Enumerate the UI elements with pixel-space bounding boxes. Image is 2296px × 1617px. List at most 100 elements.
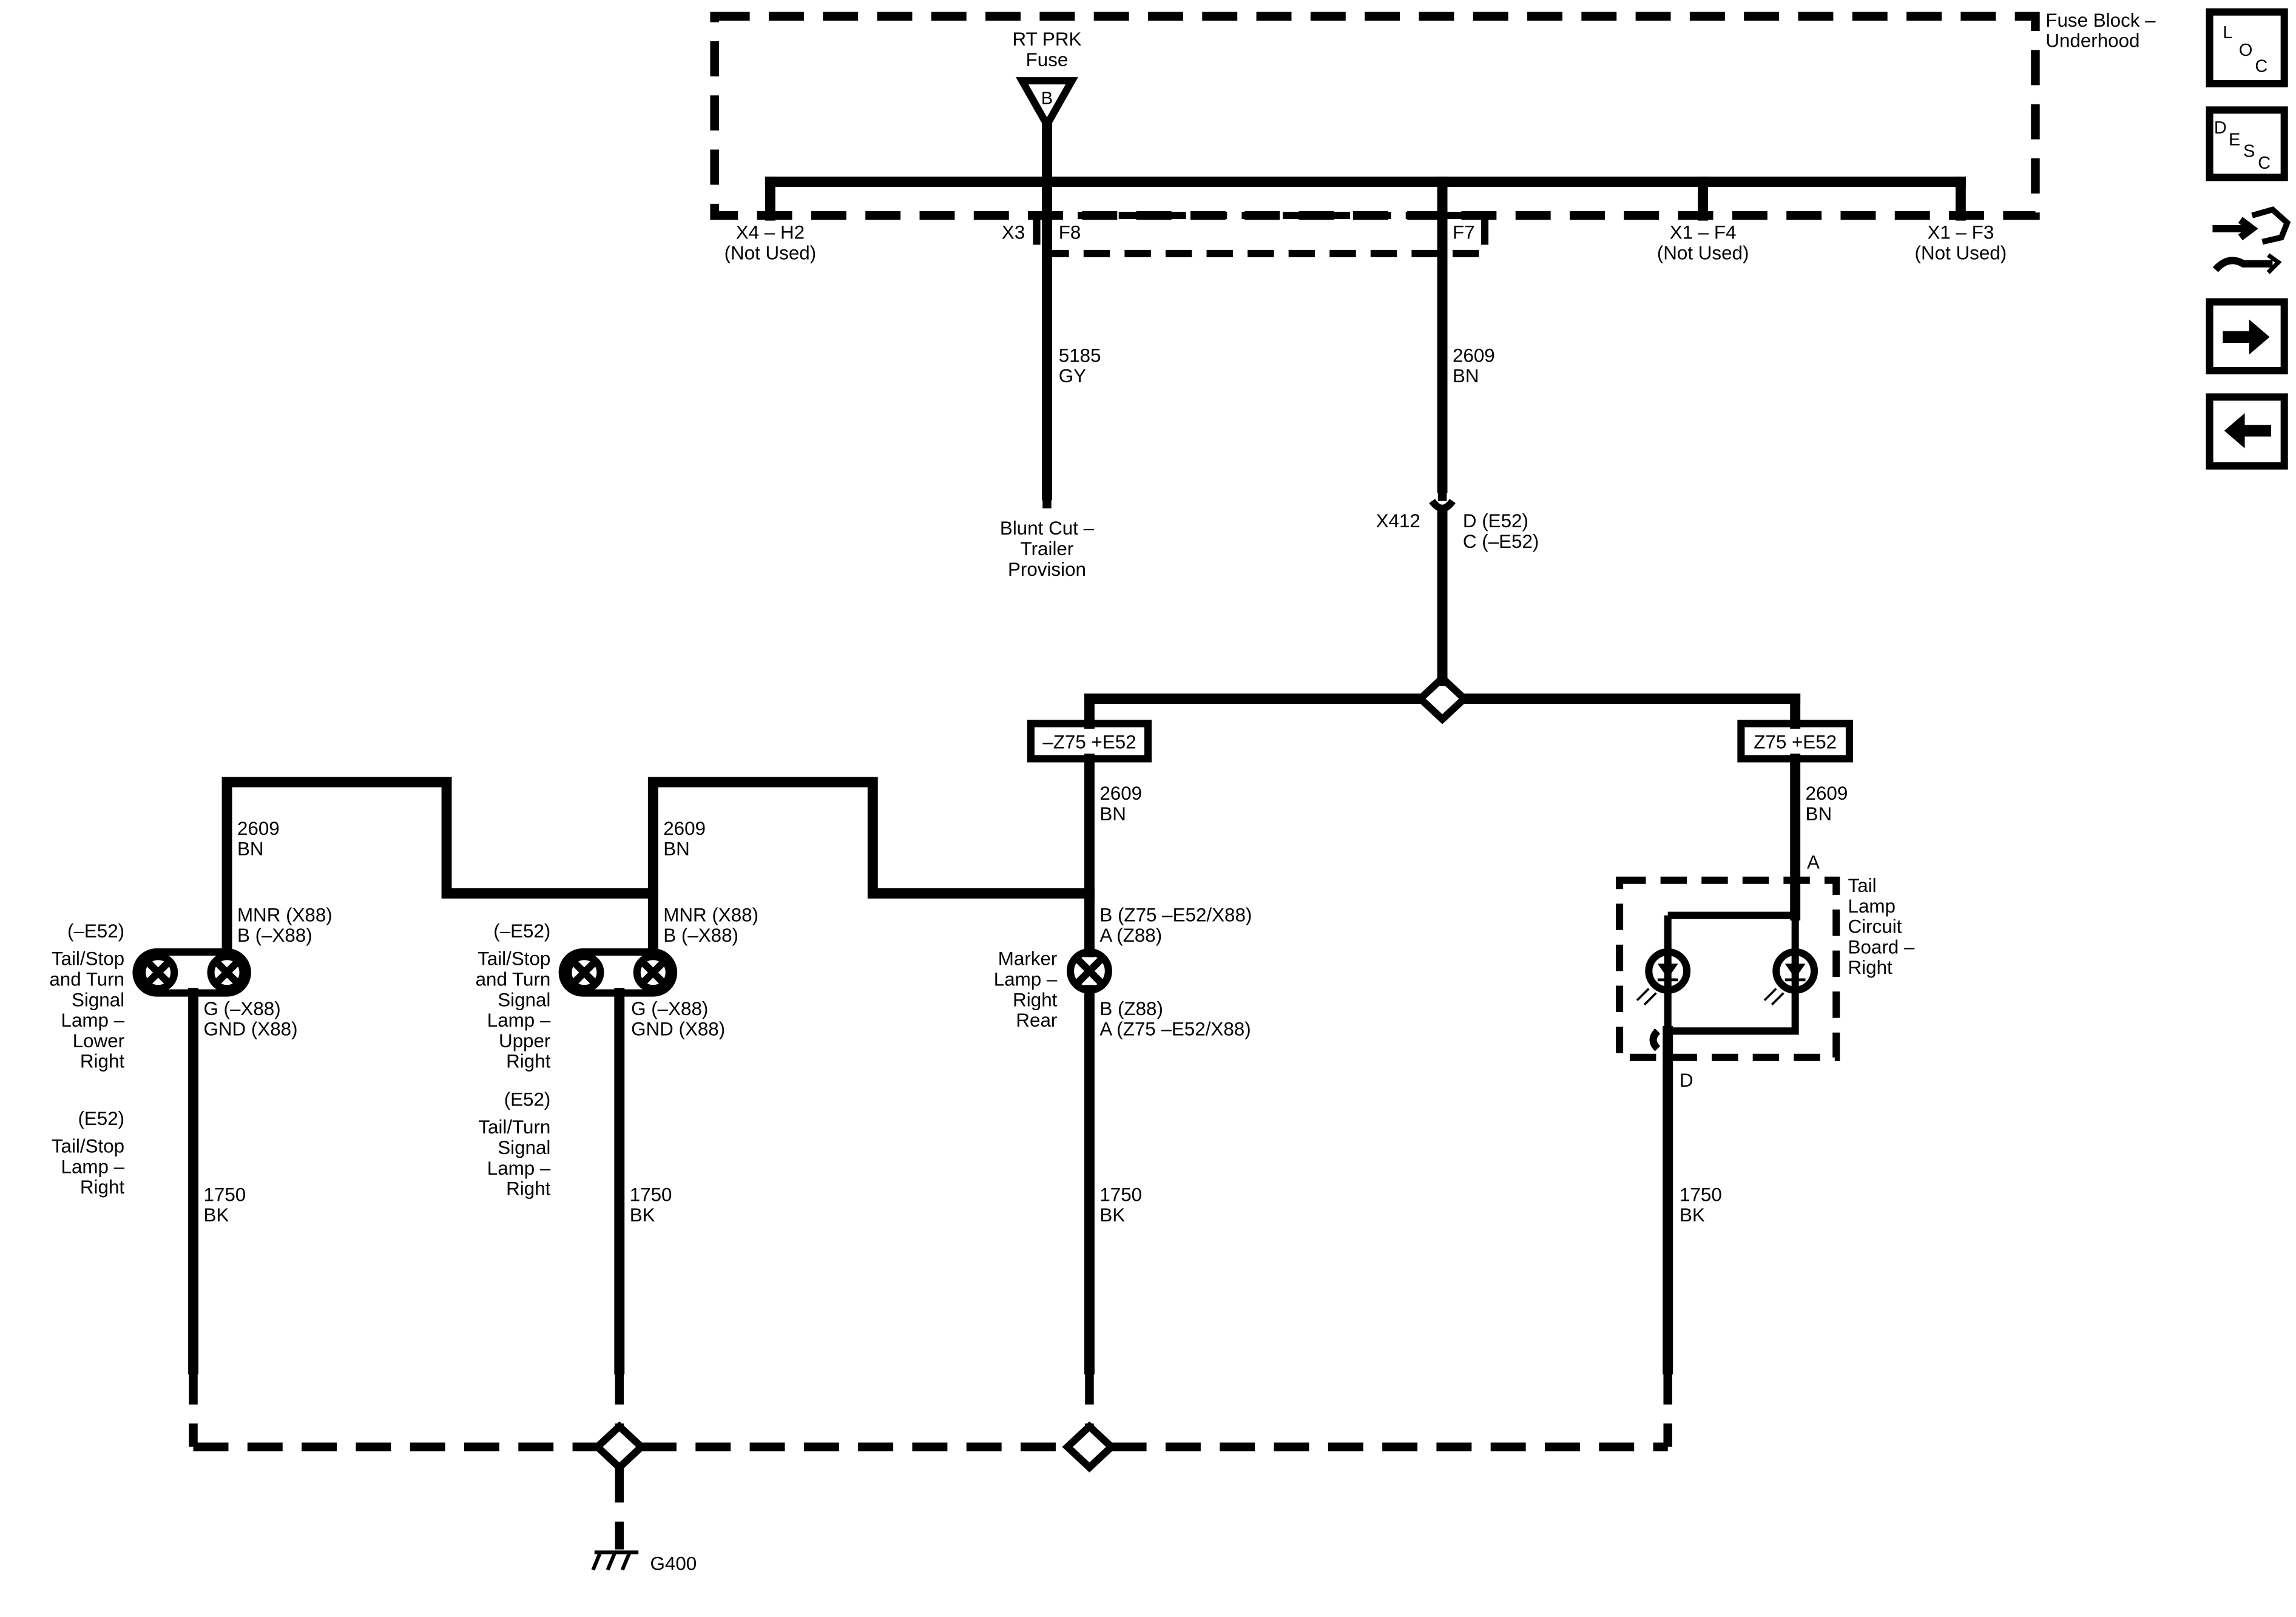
lamp-filament-icon <box>1073 955 1106 987</box>
wire-1750-color: BK <box>1099 1204 1125 1226</box>
f7-label: F7 <box>1453 222 1475 243</box>
lamp-upper-right: MNR (X88) B (–X88) G (–X88) GND (X88) (–… <box>476 904 758 1375</box>
fuse-block-name: Fuse Block – <box>2045 10 2156 31</box>
lamp-name-6: Right <box>506 1051 550 1072</box>
location-button[interactable]: L O C <box>2206 8 2288 87</box>
connector-pin-male <box>1437 483 1447 501</box>
fuse-name: RT PRK <box>1013 29 1082 50</box>
connector-x412-pin-2: C (–E52) <box>1463 531 1539 552</box>
wire-2609-color: BN <box>1099 803 1126 825</box>
previous-page-button[interactable] <box>2206 393 2288 470</box>
lamp-top-pin-2: B (–X88) <box>663 925 738 946</box>
lamp-filament-icon <box>570 958 599 987</box>
lamp-name-4: Rear <box>1016 1010 1057 1031</box>
splice-diamond <box>1415 673 1470 724</box>
x4-h2-label: X4 – H2 <box>736 222 805 243</box>
splice-dot <box>1791 911 1800 920</box>
lamp-alt-name-2: Signal <box>498 1137 550 1158</box>
board-name-5: Right <box>1848 957 1893 978</box>
wire-5185-color: GY <box>1059 365 1086 387</box>
led-icon <box>1772 948 1818 994</box>
lamp-name: Tail/Stop <box>478 948 550 970</box>
wire-2609-color: BN <box>663 839 690 860</box>
ground-icon <box>591 1550 639 1571</box>
circuit-2609-main: 2609 BN X412 D (E52) C (–E52) –Z75 +E52 … <box>1027 177 1853 763</box>
blunt-cut-label: Blunt Cut – <box>1000 518 1095 539</box>
f8-label: F8 <box>1059 222 1081 243</box>
board-connector-symbol <box>1649 1028 1661 1052</box>
fuse-block-name-2: Underhood <box>2045 30 2139 52</box>
lamp-marker-right-rear: B (Z75 –E52/X88) A (Z88) B (Z88) A (Z75 … <box>994 904 1252 1375</box>
wire-2609-number: 2609 <box>1806 783 1848 804</box>
lamp-alt-name-2: Lamp – <box>61 1156 125 1177</box>
wire-1750-number: 1750 <box>1680 1184 1722 1205</box>
led-icon <box>1645 948 1691 994</box>
fuse-block: Fuse Block – Underhood RT PRK Fuse B X3 … <box>710 10 2156 264</box>
lamp-alt-name-3: Right <box>80 1176 124 1198</box>
lamp-name-4: Lamp – <box>487 1010 551 1031</box>
lamp-top-pin: B (Z75 –E52/X88) <box>1099 904 1252 925</box>
board-pin-a: A <box>1807 851 1820 873</box>
blunt-cut-label-3: Provision <box>1008 559 1086 580</box>
circuit-2609-left: 2609 BN 2609 BN 2609 BN <box>221 754 1142 957</box>
next-page-button[interactable] <box>2206 298 2288 374</box>
x3-label: X3 <box>1002 222 1025 243</box>
component-locator-button[interactable] <box>2212 206 2291 274</box>
board-name-3: Circuit <box>1848 916 1902 937</box>
lamp-name-3: Signal <box>498 989 550 1010</box>
lamp-option: (–E52) <box>67 920 124 942</box>
lamp-alt-name-3: Lamp – <box>487 1158 551 1179</box>
board-outline <box>1616 876 1840 1061</box>
lamp-name-4: Lamp – <box>61 1010 125 1031</box>
tail-lamp-circuit-board: 2609 BN A D 1750 BK Tail Lamp Circuit Bo… <box>1616 754 1915 1375</box>
x1-f4-status: (Not Used) <box>1657 243 1749 264</box>
blunt-cut-label-2: Trailer <box>1021 538 1074 559</box>
circuit-5185: 5185 GY Blunt Cut – Trailer Provision <box>1000 177 1101 580</box>
lamp-bottom-pin: G (–X88) <box>631 998 708 1019</box>
lamp-alt-option: (E52) <box>78 1108 124 1129</box>
board-name: Tail <box>1848 875 1877 896</box>
nav-toolbar: L O C D E S C <box>2206 8 2291 470</box>
fuse-name-2: Fuse <box>1026 49 1069 70</box>
option-box-right-label: Z75 +E52 <box>1754 732 1837 753</box>
location-button-label: L <box>2223 23 2232 42</box>
fuse-symbol <box>1016 77 1078 132</box>
ground-label: G400 <box>650 1553 697 1574</box>
lamp-alt-name: Tail/Stop <box>52 1136 124 1157</box>
lamp-bottom-pin-2: A (Z75 –E52/X88) <box>1099 1019 1251 1040</box>
lamp-top-pin-2: A (Z88) <box>1099 925 1162 946</box>
lamp-option: (–E52) <box>493 920 550 942</box>
light-emission-icon <box>1636 988 1657 1006</box>
x1-f3-label: X1 – F3 <box>1927 222 1994 243</box>
lamp-alt-option: (E52) <box>504 1089 551 1110</box>
led-diode-icon <box>1784 964 1806 979</box>
connector-x412-label: X412 <box>1376 510 1420 532</box>
wire-2609-number: 2609 <box>663 818 706 839</box>
wire-1750-color: BK <box>203 1204 229 1226</box>
blunt-cut-end <box>1042 490 1052 508</box>
description-button[interactable]: D E S C <box>2206 106 2288 181</box>
splice-diamond <box>592 1421 647 1473</box>
wire-2609-color: BN <box>1806 803 1832 825</box>
board-name-4: Board – <box>1848 936 1915 957</box>
led-diode-icon <box>1657 964 1678 979</box>
ground-circuit: G400 <box>189 1369 1672 1574</box>
x1-f3-status: (Not Used) <box>1915 243 2007 264</box>
x4-h2-status: (Not Used) <box>724 243 817 264</box>
lamp-filament-icon <box>144 958 173 987</box>
lamp-bottom-pin-2: GND (X88) <box>203 1019 297 1040</box>
wire-2609-color: BN <box>237 839 264 860</box>
lamp-bulb-icon <box>633 953 673 993</box>
lamp-top-pin: MNR (X88) <box>663 904 758 925</box>
connector-x412-symbol <box>1429 498 1456 512</box>
lamp-name-5: Lower <box>73 1030 124 1052</box>
wire-1750-color: BK <box>630 1204 655 1226</box>
splice-dot <box>1698 177 1709 187</box>
wire-2609-upper-lamp <box>647 777 1095 957</box>
lamp-filament-icon <box>212 958 241 987</box>
lamp-bottom-pin: G (–X88) <box>203 998 280 1019</box>
wire-1750-number: 1750 <box>630 1184 672 1205</box>
lamp-top-pin-2: B (–X88) <box>237 925 312 946</box>
connector-x412-pin: D (E52) <box>1463 510 1528 532</box>
